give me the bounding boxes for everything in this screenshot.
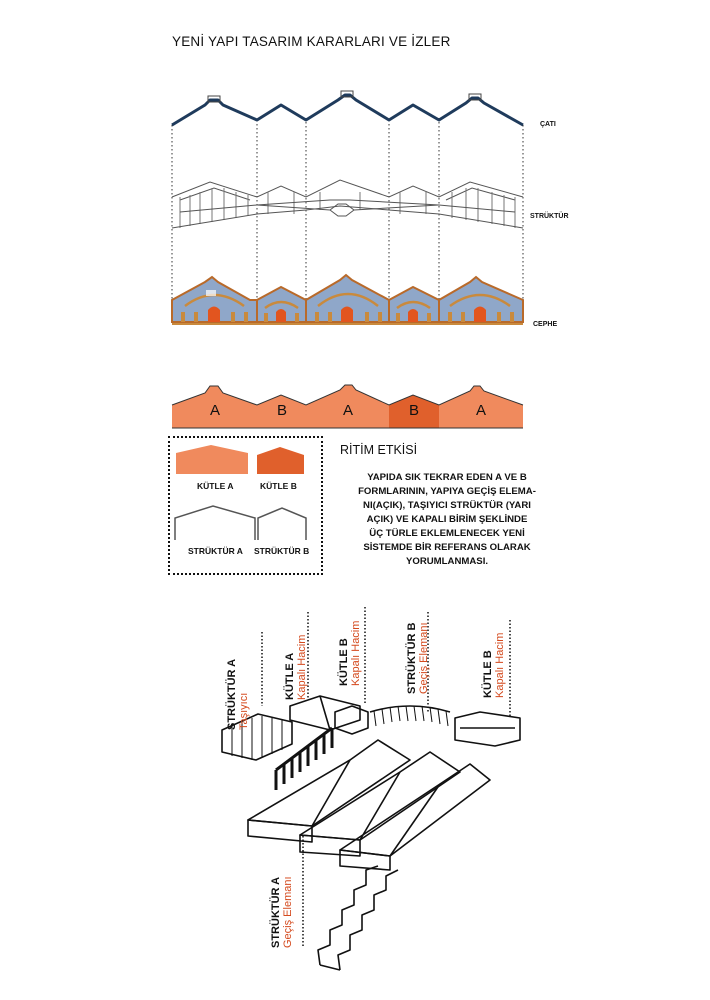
page-title: YENİ YAPI TASARIM KARARLARI VE İZLER — [172, 34, 451, 49]
mass-letter-1: A — [209, 402, 220, 419]
label-facade: CEPHE — [533, 321, 558, 328]
ritim-body: YAPIDA SIK TEKRAR EDEN A VE B FORMLARINI… — [358, 472, 536, 567]
label-structure: STRÜKTÜR — [530, 213, 569, 220]
dotted-guides — [171, 118, 524, 323]
structure-elevation — [171, 179, 524, 229]
roof-elevation — [171, 93, 524, 127]
legend-kutle-a: KÜTLE A — [197, 481, 234, 491]
roof-chimneys — [207, 90, 482, 103]
mass-letter-3: A — [342, 402, 353, 419]
axo-buildings — [221, 695, 521, 971]
label-roof: ÇATI — [540, 121, 556, 128]
axo-dotted-leaders — [261, 607, 511, 948]
facade-elevation — [171, 273, 524, 325]
mass-letter-4: B — [408, 402, 419, 419]
legend-struktur-b: STRÜKTÜR B — [254, 546, 310, 556]
legend-box — [168, 436, 323, 575]
mass-letter-2: B — [276, 402, 287, 419]
legend-struktur-a: STRÜKTÜR A — [188, 546, 243, 556]
mass-letter-5: A — [475, 402, 486, 419]
legend-kutle-b: KÜTLE B — [260, 481, 297, 491]
ritim-title: RİTİM ETKİSİ — [340, 443, 418, 457]
